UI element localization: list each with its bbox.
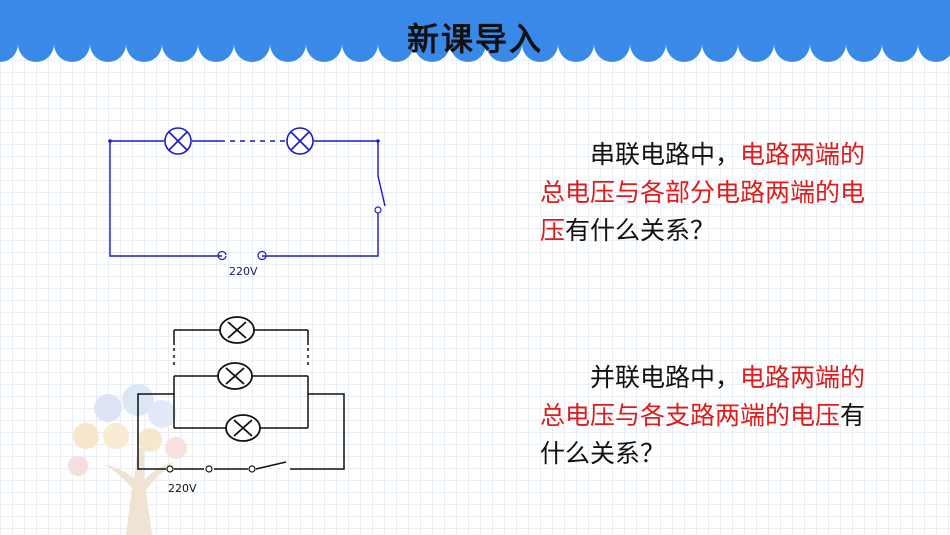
parallel-question: 并联电路中，电路两端的总电压与各支路两端的电压有什么关系？	[540, 359, 870, 473]
parallel-question-highlight: 电路两端的总电压与各支路两端的电压	[540, 363, 866, 430]
series-question: 串联电路中，电路两端的总电压与各部分电路两端的电压有什么关系？	[540, 136, 870, 250]
page-title: 新课导入	[406, 20, 543, 58]
series-question-prefix: 串联电路中，	[590, 140, 741, 169]
parallel-supply-label: 220V	[168, 482, 197, 495]
series-question-highlight: 电路两端的总电压与各部分电路两端的电压	[540, 140, 866, 245]
decorative-tree-icon	[68, 384, 187, 535]
parallel-question-prefix: 并联电路中，	[590, 363, 741, 392]
scalloped-banner	[0, 0, 950, 62]
series-supply-label: 220V	[229, 265, 258, 278]
parallel-circuit-diagram	[137, 316, 345, 473]
switch-terminal	[374, 206, 382, 214]
lamp-icon	[164, 127, 192, 155]
lamp-icon	[286, 127, 314, 155]
series-circuit-diagram	[108, 127, 386, 261]
series-question-suffix: 有什么关系？	[565, 216, 716, 245]
parallel-question-suffix: 有什么关系？	[540, 401, 866, 468]
header-banner: 新课导入	[0, 0, 950, 62]
